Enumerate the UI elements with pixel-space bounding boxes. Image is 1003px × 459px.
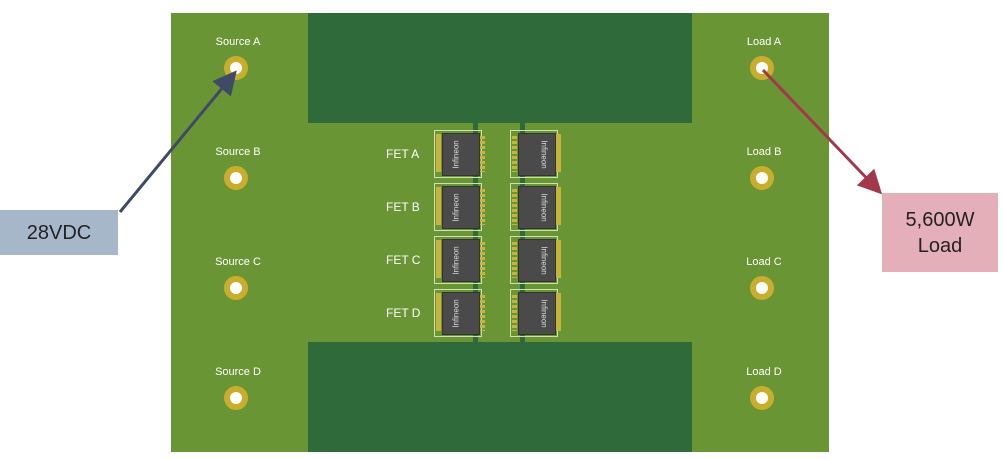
source-terminal[interactable] [224, 386, 248, 410]
mosfet[interactable]: Infineon [434, 130, 488, 178]
fet-label: FET D [386, 306, 421, 320]
mosfet[interactable]: Infineon [434, 236, 488, 284]
mosfet[interactable]: Infineon [434, 183, 488, 231]
load-terminal[interactable] [750, 166, 774, 190]
source-label: Source B [215, 146, 261, 158]
load-power-text: 5,600W [905, 208, 975, 231]
load-text: Load [917, 234, 963, 257]
load-terminal[interactable] [750, 386, 774, 410]
load-label: Load D [746, 366, 782, 378]
trace [520, 123, 525, 342]
load-terminal[interactable] [750, 276, 774, 300]
fet-label: FET B [386, 200, 420, 214]
load-arrow [761, 68, 883, 195]
mosfet[interactable]: Infineon [434, 289, 488, 337]
source-label: Source D [215, 366, 261, 378]
fet-label: FET C [386, 253, 421, 267]
bottom-copper-pour [308, 342, 692, 452]
voltage-arrow [118, 70, 237, 213]
top-copper-pour [308, 13, 692, 123]
mosfet[interactable]: Infineon [510, 183, 564, 231]
load-label: Load C [746, 256, 782, 268]
mosfet[interactable]: Infineon [510, 289, 564, 337]
load-callout: 5,600W Load [882, 193, 998, 272]
fet-label: FET A [386, 147, 420, 161]
source-label: Source C [215, 256, 261, 268]
load-label: Load B [746, 146, 782, 158]
trace [473, 123, 478, 342]
load-label: Load A [746, 36, 782, 48]
voltage-callout: 28VDC [0, 210, 118, 255]
source-label: Source A [215, 36, 261, 48]
mosfet[interactable]: Infineon [510, 130, 564, 178]
source-terminal[interactable] [224, 166, 248, 190]
voltage-text: 28VDC [26, 221, 92, 244]
source-terminal[interactable] [224, 276, 248, 300]
mosfet[interactable]: Infineon [510, 236, 564, 284]
